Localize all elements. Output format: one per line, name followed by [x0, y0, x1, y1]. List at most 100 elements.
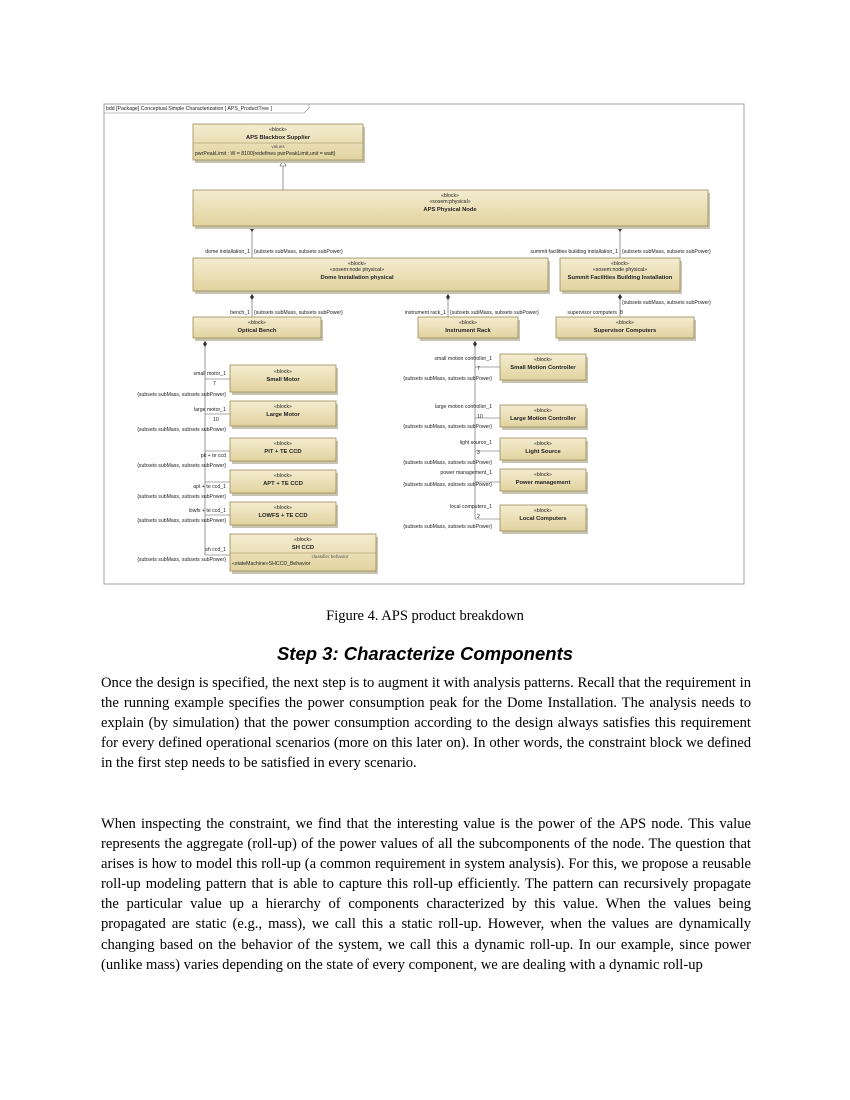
large-motor-subsets: {subsets subMass, subsets subPower}	[137, 427, 226, 433]
supplier-value: pwrPeakLimit : W = 8100{redefines pwrPea…	[195, 151, 336, 157]
apt-stereotype: «block»	[274, 473, 292, 479]
block-light-source: «block» Light Source	[499, 437, 588, 463]
power-stereotype: «block»	[534, 472, 552, 478]
figure-caption: Figure 4. APS product breakdown	[326, 608, 524, 624]
large-mc-stereotype: «block»	[534, 408, 552, 414]
sh-behavior-header: classifier behavior	[312, 554, 349, 559]
power-name: Power management	[516, 480, 571, 486]
body-paragraph: Once the design is specified, the next s…	[101, 675, 751, 772]
sh-name: SH CCD	[292, 545, 314, 551]
apt-name: APT + TE CCD	[263, 481, 303, 487]
optical-stereotype: «block»	[248, 320, 266, 326]
bench-role-label: bench_1	[230, 310, 250, 316]
pit-role: pit + te ccd	[201, 453, 226, 459]
power-role: power management_1	[440, 470, 492, 476]
summit-name: Summit Facilities Building Installation	[568, 275, 673, 281]
light-stereotype: «block»	[534, 441, 552, 447]
block-local-computers: «block» Local Computers	[499, 504, 588, 534]
sh-role: sh ccd_1	[205, 547, 226, 553]
dome-name: Dome Installation physical	[320, 275, 394, 281]
small-motor-stereotype: «block»	[274, 369, 292, 375]
association-labels: dome installation_1 {subsets subMass, su…	[137, 249, 711, 563]
aps-node-stereotype2: «sosem:physical»	[429, 199, 470, 205]
large-motor-name: Large Motor	[266, 412, 300, 418]
block-small-motor: «block» Small Motor	[229, 364, 338, 395]
small-mc-name: Small Motion Controller	[510, 365, 576, 371]
sh-behavior: «stateMachine»SHCCD_Behavior	[232, 561, 311, 567]
dome-stereotype2: «sosem:node physical»	[330, 267, 384, 273]
supervisor-role-label: supervisor computers	[567, 310, 617, 316]
small-mc-mult: 7	[477, 366, 480, 372]
block-instrument-rack: «block» Instrument Rack	[417, 316, 520, 341]
section-heading: Step 3: Characterize Components	[276, 643, 574, 664]
supervisor-name: Supervisor Computers	[594, 328, 657, 334]
large-motor-mult: 10	[213, 417, 219, 423]
block-power-management: «block» Power management	[499, 468, 588, 494]
block-optical-bench: «block» Optical Bench	[192, 316, 323, 341]
local-name: Local Computers	[519, 516, 566, 522]
block-apt-te-ccd: «block» APT + TE CCD	[229, 469, 338, 496]
supplier-values-header: values	[271, 144, 285, 149]
lowfs-role: lowfs + te ccd_1	[189, 508, 226, 514]
aps-node-name: APS Physical Node	[423, 207, 477, 213]
small-motor-mult: 7	[213, 381, 216, 387]
local-subsets: {subsets subMass, subsets subPower}	[403, 524, 492, 530]
rack-name: Instrument Rack	[445, 328, 491, 334]
apt-subsets: {subsets subMass, subsets subPower}	[137, 494, 226, 500]
rack-stereotype: «block»	[459, 320, 477, 326]
block-summit-facilities: «block» «sosem:node physical» Summit Fac…	[559, 257, 682, 294]
local-mult: 2	[477, 514, 480, 520]
sh-stereotype: «block»	[294, 537, 312, 543]
block-aps-blackbox-supplier: «block» APS Blackbox Supplier values pwr…	[192, 123, 365, 163]
diagram-frame	[103, 103, 745, 585]
light-name: Light Source	[525, 449, 561, 455]
optical-name: Optical Bench	[238, 328, 277, 334]
large-mc-subsets: {subsets subMass, subsets subPower}	[403, 424, 492, 430]
lowfs-stereotype: «block»	[274, 505, 292, 511]
block-dome-installation: «block» «sosem:node physical» Dome Insta…	[192, 257, 550, 294]
block-lowfs-te-ccd: «block» LOWFS + TE CCD	[229, 501, 338, 528]
power-subsets: {subsets subMass, subsets subPower}	[403, 482, 492, 488]
summit-subsets-label: {subsets subMass, subsets subPower}	[622, 249, 711, 255]
aps-node-stereotype: «block»	[441, 193, 459, 199]
small-mc-role: small motion controller_1	[434, 356, 492, 362]
supplier-name: APS Blackbox Supplier	[246, 135, 311, 141]
dome-role-label: dome installation_1	[205, 249, 250, 255]
light-subsets: {subsets subMass, subsets subPower}	[403, 460, 492, 466]
dome-stereotype: «block»	[348, 261, 366, 267]
bench-subsets-label: {subsets subMass, subsets subPower}	[254, 310, 343, 316]
rack-subsets-label: {subsets subMass, subsets subPower}	[450, 310, 539, 316]
small-motor-subsets: {subsets subMass, subsets subPower}	[137, 392, 226, 398]
large-mc-role: large motion controller_1	[435, 404, 492, 410]
rack-role-label: instrument rack_1	[405, 310, 446, 316]
pit-stereotype: «block»	[274, 441, 292, 447]
small-mc-subsets: {subsets subMass, subsets subPower}	[403, 376, 492, 382]
small-motor-name: Small Motor	[266, 377, 300, 383]
small-mc-stereotype: «block»	[534, 357, 552, 363]
supervisor-subsets-label: {subsets subMass, subsets subPower}	[622, 300, 711, 306]
large-mc-mult: 10	[477, 414, 483, 420]
summit-role-label: summit facilities building installation_…	[530, 249, 618, 255]
local-role: local computers_1	[450, 504, 492, 510]
block-large-motion-controller: «block» Large Motion Controller	[499, 404, 588, 430]
block-small-motion-controller: «block» Small Motion Controller	[499, 353, 588, 383]
pit-name: PIT + TE CCD	[264, 449, 301, 455]
summit-stereotype2: «sosem:node physical»	[593, 267, 647, 273]
block-supervisor-computers: «block» Supervisor Computers	[555, 316, 696, 341]
block-sh-ccd: «block» SH CCD classifier behavior «stat…	[229, 533, 378, 574]
sh-subsets: {subsets subMass, subsets subPower}	[137, 557, 226, 563]
light-role: light source_1	[460, 440, 492, 446]
small-motor-role: small motor_1	[193, 371, 226, 377]
lowfs-name: LOWFS + TE CCD	[258, 513, 307, 519]
block-aps-physical-node: «block» «sosem:physical» APS Physical No…	[192, 189, 710, 229]
body-paragraph: When inspecting the constraint, we find …	[101, 816, 751, 973]
lowfs-subsets: {subsets subMass, subsets subPower}	[137, 518, 226, 524]
summit-stereotype: «block»	[611, 261, 629, 267]
product-breakdown-diagram: bdd [Package] Conceptual Simple Characte…	[103, 103, 745, 585]
block-large-motor: «block» Large Motor	[229, 400, 338, 429]
frame-label: bdd [Package] Conceptual Simple Characte…	[106, 106, 272, 112]
dome-subsets-label: {subsets subMass, subsets subPower}	[254, 249, 343, 255]
apt-role: apt + te ccd_1	[193, 484, 226, 490]
large-motor-stereotype: «block»	[274, 404, 292, 410]
pit-subsets: {subsets subMass, subsets subPower}	[137, 463, 226, 469]
